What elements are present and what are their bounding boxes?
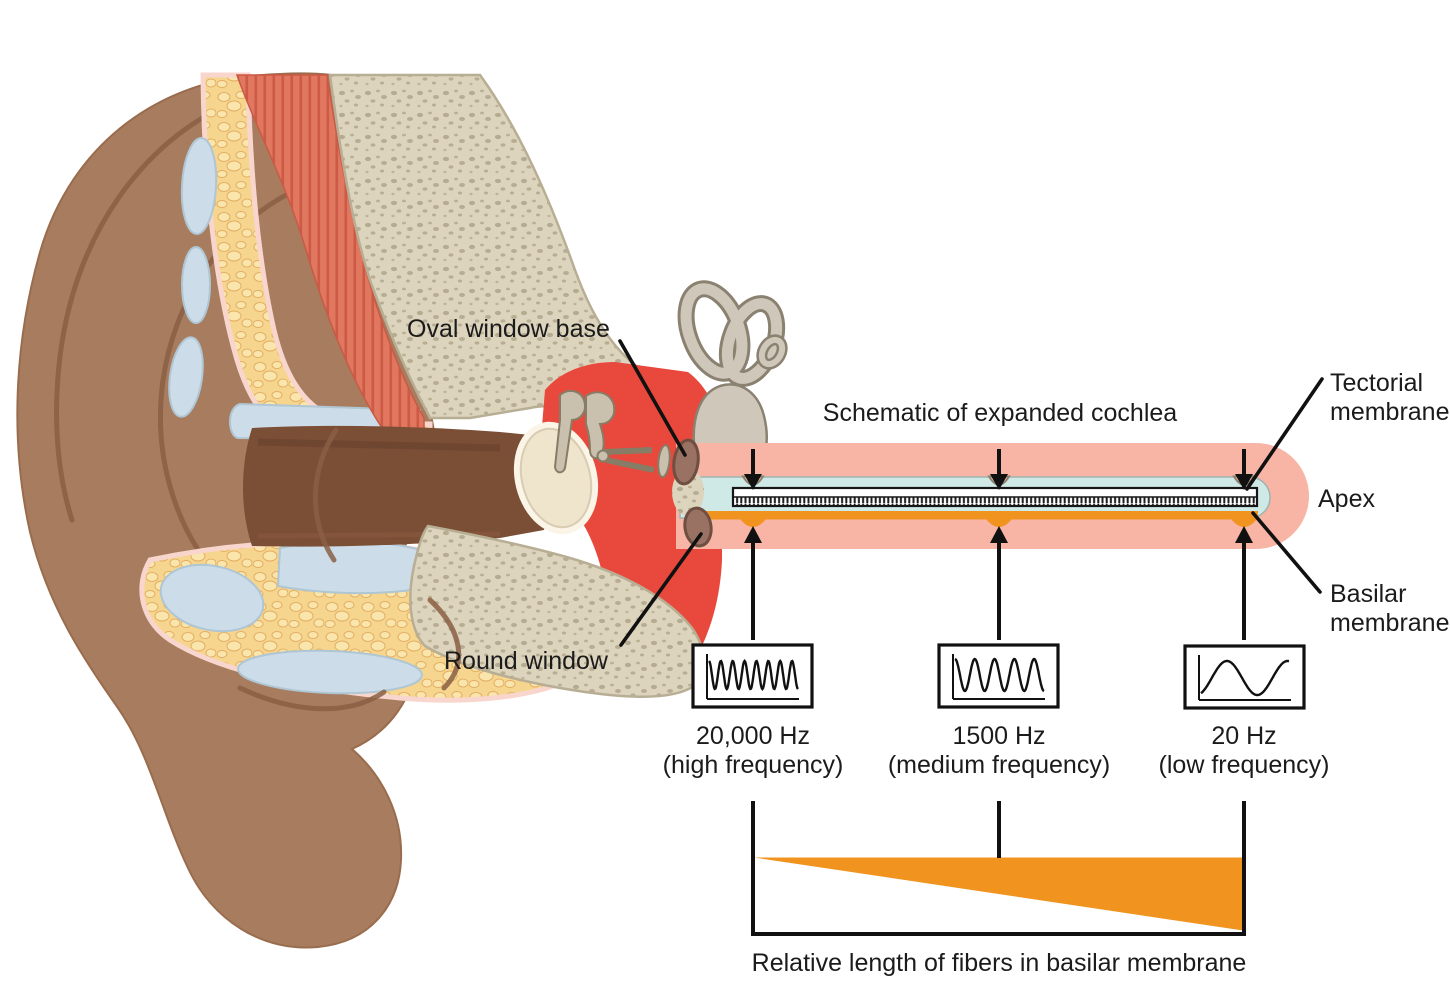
tectorial-membrane-label: Tectorial membrane <box>1330 369 1450 426</box>
high-frequency-label: 20,000 Hz (high frequency) <box>663 722 844 780</box>
frequency-qualifier: (high frequency) <box>662 751 844 779</box>
canal-shadow <box>257 438 501 452</box>
waveform-boxes <box>691 643 1306 710</box>
frequency-value: 1500 Hz <box>952 722 1046 750</box>
temporal-bone-lower <box>409 524 705 698</box>
down-arrow-medium <box>990 449 1008 490</box>
fiber-length-caption: Relative length of fibers in basilar mem… <box>751 949 1247 977</box>
fiber-length-wedge <box>754 857 1243 931</box>
tectorial-membrane-pointer <box>1245 377 1324 491</box>
semicircular-canals <box>677 280 788 387</box>
frequency-value: 20,000 Hz <box>696 722 810 750</box>
round-window-pointer <box>619 532 703 647</box>
apex-label: Apex <box>1318 485 1375 513</box>
frequency-value: 20 Hz <box>1211 722 1277 750</box>
medium-frequency-label: 1500 Hz (medium frequency) <box>888 722 1110 780</box>
frequency-qualifier: (low frequency) <box>1158 751 1330 779</box>
concha-fold-lines <box>237 427 462 712</box>
basilar-membrane-strip <box>688 511 1258 527</box>
frequency-qualifier: (medium frequency) <box>887 751 1111 779</box>
fiber-length-plot <box>751 801 1246 936</box>
oval-window <box>672 438 700 486</box>
down-arrow-high <box>744 449 762 490</box>
oval-window-pointer <box>618 339 687 457</box>
oval-window-base-label: Oval window base <box>407 315 610 343</box>
incus <box>585 391 616 459</box>
down-arrow-low <box>1235 449 1253 490</box>
basilar-membrane-pointer <box>1251 511 1322 594</box>
low-frequency-label: 20 Hz (low frequency) <box>1159 722 1330 780</box>
up-arrow-low <box>1235 526 1253 640</box>
hair-cells-comb <box>735 497 1255 505</box>
cochlea-schematic <box>553 389 1309 549</box>
round-window <box>683 506 713 548</box>
stapes <box>596 444 671 478</box>
high-frequency-wave-icon <box>691 643 814 709</box>
label-pointer-lines <box>618 339 1324 647</box>
tympanic-membrane <box>513 421 599 535</box>
tectorial-membrane-band <box>731 486 1259 508</box>
up-arrow-high <box>744 526 762 640</box>
low-frequency-wave-icon <box>1183 644 1306 710</box>
up-arrow-medium <box>990 526 1008 640</box>
malleus <box>553 389 586 474</box>
round-window-label: Round window <box>444 647 608 675</box>
ossicles <box>553 389 671 478</box>
fiber-length-bracket <box>751 801 1246 936</box>
ear-anatomy <box>16 72 788 949</box>
pressure-arrows <box>744 449 1253 640</box>
basilar-membrane-label: Basilar membrane <box>1330 580 1450 637</box>
medium-frequency-wave-icon <box>937 643 1060 709</box>
schematic-title: Schematic of expanded cochlea <box>822 399 1178 427</box>
